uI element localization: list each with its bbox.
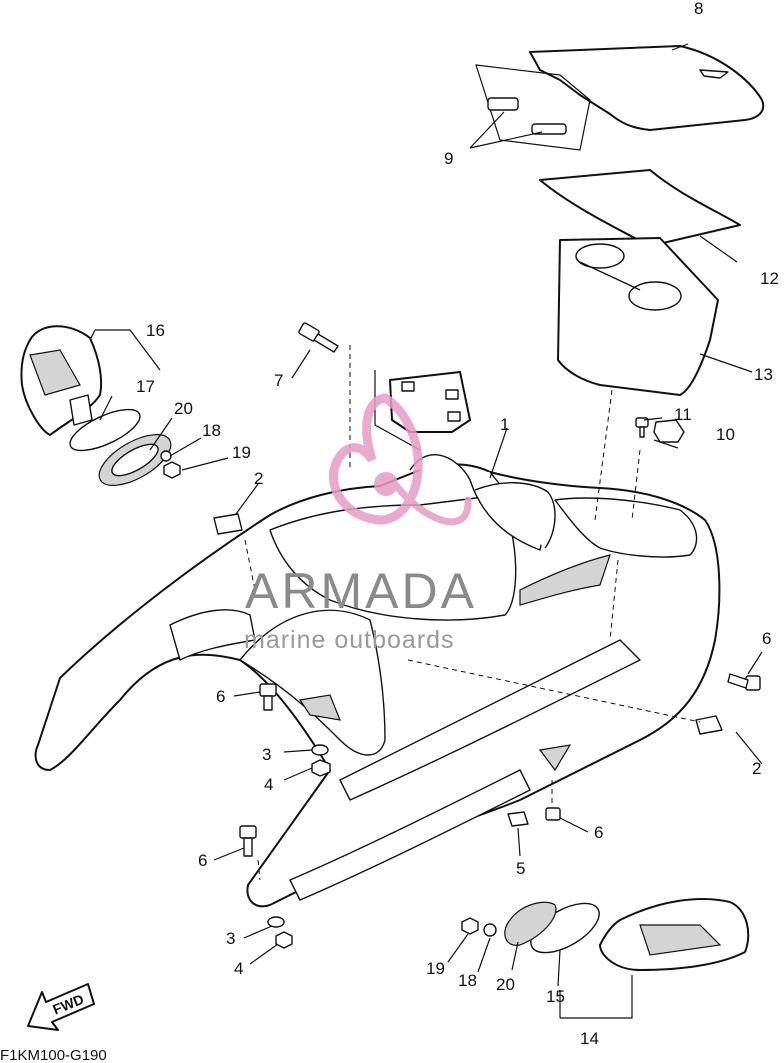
callout-4-upper: 4	[264, 775, 273, 794]
clip-5	[507, 811, 529, 827]
mat-part	[539, 169, 741, 247]
bolt-7	[298, 322, 339, 353]
callout-9: 9	[444, 149, 453, 168]
callout-7: 7	[274, 371, 283, 390]
callout-11: 11	[674, 405, 692, 424]
seat-part	[529, 45, 765, 131]
light-cover-left	[20, 325, 103, 436]
callout-12: 12	[760, 269, 779, 288]
bracket-part	[374, 370, 471, 451]
callout-8: 8	[694, 0, 703, 18]
callout-19-left: 19	[232, 443, 251, 462]
callout-20-left: 20	[174, 399, 193, 418]
callout-4-lower: 4	[234, 959, 243, 978]
hinge-parts	[475, 64, 591, 151]
leader-lines	[89, 43, 763, 1019]
callout-6-left: 6	[216, 687, 225, 706]
nut-4-upper	[311, 759, 331, 777]
watermark-title: ARMADA	[245, 563, 477, 619]
screw-11	[635, 417, 649, 438]
callout-18-right: 18	[458, 971, 477, 990]
lens-17	[69, 408, 141, 452]
collar-3-upper	[311, 744, 329, 756]
callout-5: 5	[516, 859, 525, 878]
callout-6-right: 6	[762, 629, 771, 648]
callout-2-lower: 2	[752, 759, 761, 778]
callout-20-right: 20	[496, 975, 515, 994]
callout-18-left: 18	[202, 421, 221, 440]
bolt-6-lower-left	[239, 825, 257, 857]
callout-13: 13	[754, 365, 773, 384]
callout-14: 14	[580, 1029, 599, 1048]
callout-2-upper: 2	[254, 469, 263, 488]
clip-2-lower	[695, 715, 723, 735]
callout-6-lower-left: 6	[198, 851, 207, 870]
watermark-swoosh	[388, 476, 472, 526]
collar-3-lower	[267, 916, 285, 928]
watermark-dot	[374, 472, 398, 496]
callout-19-right: 19	[426, 959, 445, 978]
bolt-6-left	[259, 683, 277, 711]
alignment-lines	[244, 345, 701, 881]
diagram-code: F1KM100-G190	[0, 1047, 107, 1063]
gasket-20-left	[98, 434, 172, 486]
gasket-20-right	[504, 901, 557, 946]
bolt-6-lower-right	[545, 807, 561, 821]
callout-3-lower: 3	[226, 929, 235, 948]
callout-16: 16	[146, 321, 165, 340]
callout-15: 15	[546, 987, 565, 1006]
clip-2-upper	[213, 513, 243, 535]
callout-17: 17	[136, 377, 155, 396]
nut-4-lower	[275, 931, 293, 949]
washer-18-left	[160, 450, 172, 462]
callout-10: 10	[716, 425, 735, 444]
storage-bin	[557, 237, 719, 396]
light-cover-right	[599, 898, 750, 971]
watermark-emblem	[329, 393, 423, 525]
fastener-10	[653, 419, 685, 443]
deck-body	[34, 454, 721, 908]
nut-19-right	[461, 917, 479, 935]
callout-6-lower-right: 6	[594, 823, 603, 842]
watermark-logo	[329, 393, 472, 526]
washer-18-right	[483, 923, 497, 937]
bolt-6-right	[727, 673, 761, 691]
callout-3-upper: 3	[262, 745, 271, 764]
nut-19-left	[163, 461, 181, 479]
watermark-subtitle: marine outboards	[244, 626, 455, 654]
fwd-arrow-icon: FWD	[27, 983, 95, 1031]
callout-1: 1	[500, 415, 509, 434]
